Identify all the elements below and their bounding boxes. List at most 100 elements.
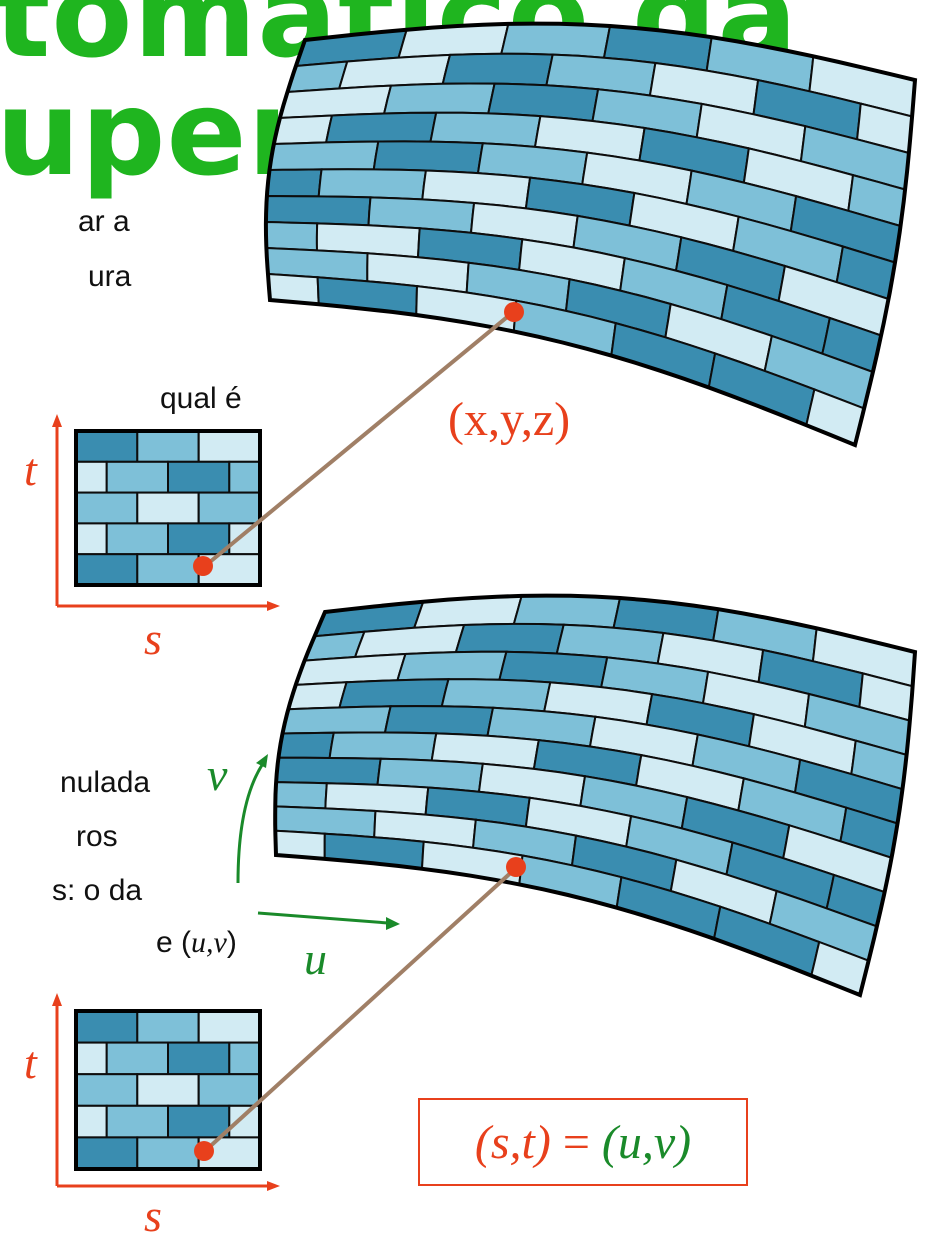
texture-brick	[228, 460, 262, 494]
texture-brick	[228, 1041, 262, 1076]
brick	[382, 82, 496, 115]
u-arrow	[257, 911, 389, 925]
texture-square-top	[74, 429, 262, 587]
brick	[264, 220, 319, 252]
s-axis-label-bottom: s	[144, 1190, 162, 1241]
st-axes-top	[52, 414, 280, 611]
s-axis-arrowhead-top	[267, 601, 280, 611]
texture-brick	[75, 1041, 108, 1076]
texture-brick	[75, 553, 139, 587]
brick	[265, 168, 323, 198]
brick	[328, 731, 438, 762]
texture-brick	[105, 522, 169, 556]
texture-brick	[167, 522, 231, 556]
brick	[441, 52, 554, 87]
s-axis-label-top: s	[144, 613, 162, 664]
texture-brick	[167, 460, 231, 494]
brick	[500, 22, 612, 59]
texture-outline	[74, 1009, 262, 1171]
brick	[454, 622, 565, 655]
texture-brick	[75, 1104, 108, 1139]
surface-point-top	[504, 302, 524, 322]
body-text-7: e (u,v)	[156, 928, 237, 958]
texture-brick	[136, 553, 200, 587]
brick	[275, 756, 382, 786]
texture-brick	[105, 460, 169, 494]
equation-equals: =	[550, 1115, 602, 1169]
texture-brick	[228, 1104, 262, 1139]
body-text-5: ros	[76, 820, 118, 853]
brick	[512, 594, 622, 629]
brick	[268, 140, 380, 172]
brick	[338, 678, 450, 709]
brick	[272, 114, 334, 146]
body-text-1: ar a	[78, 205, 130, 238]
v-arrow	[236, 761, 266, 884]
equation-rhs: (u,v)	[601, 1115, 692, 1169]
body-text-2: ura	[88, 260, 132, 293]
brick	[396, 650, 508, 682]
texture-brick	[75, 1010, 139, 1044]
body-text-3: qual é	[160, 382, 242, 415]
texture-brick	[167, 1041, 231, 1076]
uv-arrows	[236, 754, 400, 930]
u-label: u	[304, 933, 327, 984]
v-arrowhead	[256, 754, 268, 768]
st-axes-bottom	[52, 993, 280, 1191]
mapping-line-top	[203, 311, 514, 568]
texture-brick	[105, 1104, 169, 1139]
texture-brick	[197, 430, 261, 463]
texture-brick	[75, 460, 108, 494]
u-arrowhead	[386, 917, 400, 930]
brick	[274, 781, 328, 810]
texture-brick	[75, 430, 139, 463]
brick	[383, 705, 495, 737]
body-text-7-math: u,v	[191, 926, 227, 959]
brick	[372, 140, 484, 175]
texture-brick	[228, 522, 262, 556]
brick	[281, 705, 392, 735]
brick	[317, 168, 428, 201]
texture-brick	[197, 491, 261, 525]
texture-brick	[136, 1010, 200, 1044]
equation-lhs: (s,t)	[474, 1115, 551, 1169]
texture-point-bottom	[194, 1141, 214, 1161]
t-axis-label-bottom: t	[24, 1037, 37, 1088]
texture-brick	[75, 522, 108, 556]
texture-brick	[75, 1073, 139, 1107]
s-axis-arrowhead-bottom	[267, 1181, 280, 1191]
texture-brick	[75, 491, 139, 525]
texture-brick	[75, 1136, 139, 1171]
brick	[277, 731, 336, 760]
surface-point-bottom	[506, 857, 526, 877]
brick-surface-top	[263, 21, 918, 448]
texture-square-bottom	[74, 1009, 262, 1171]
body-text-6: s: o da	[52, 874, 143, 907]
texture-brick	[136, 1073, 200, 1107]
t-axis-arrowhead-bottom	[52, 993, 62, 1006]
t-axis-label-top: t	[24, 444, 37, 495]
texture-brick	[197, 1010, 261, 1044]
surface-outline	[263, 21, 918, 448]
body-text-7-suffix: )	[226, 926, 237, 959]
equation-box: (s,t) = (u,v)	[418, 1098, 748, 1186]
texture-point-top	[193, 556, 213, 576]
v-label: v	[207, 749, 228, 800]
body-text-7-prefix: e (	[156, 926, 192, 959]
texture-brick	[105, 1041, 169, 1076]
mapping-line-bottom	[203, 866, 518, 1153]
body-text-4: nulada	[60, 766, 151, 799]
brick	[324, 111, 438, 144]
xyz-label: (x,y,z)	[448, 393, 571, 446]
texture-outline	[74, 429, 262, 587]
brick-surface-bottom	[273, 593, 918, 998]
surface-outline	[273, 593, 918, 998]
texture-brick	[136, 1136, 200, 1171]
texture-brick	[197, 1073, 261, 1107]
t-axis-arrowhead-top	[52, 414, 62, 427]
texture-brick	[167, 1104, 231, 1139]
texture-brick	[136, 491, 200, 525]
texture-brick	[136, 430, 200, 463]
